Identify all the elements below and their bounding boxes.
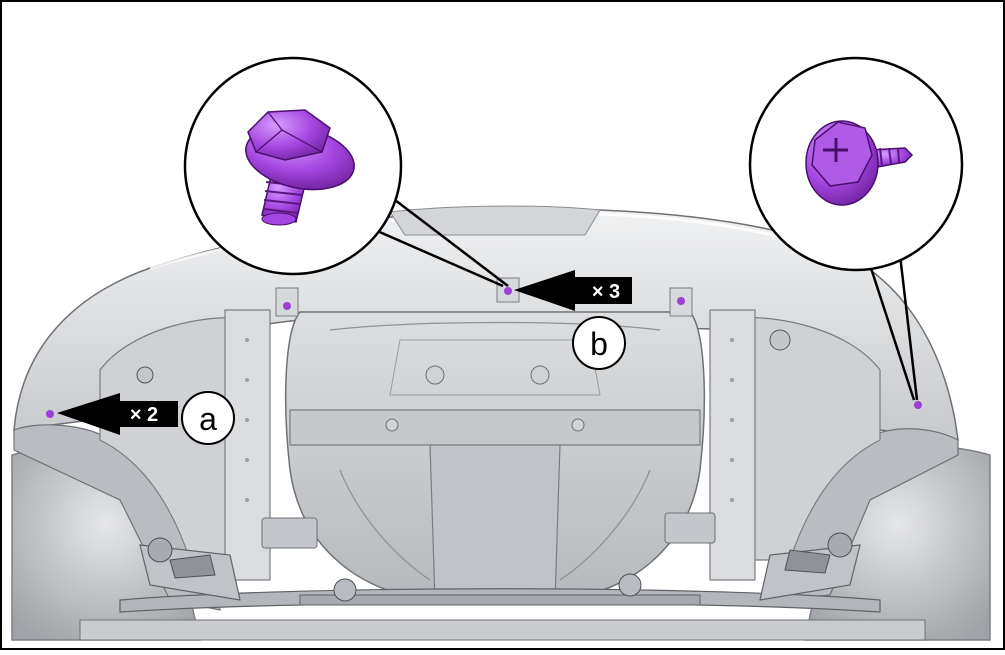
- right-wheel-liner: [734, 317, 881, 561]
- fastener-point: [914, 401, 922, 409]
- pointer-arrow: [57, 393, 178, 435]
- callout-a: × 2 a: [57, 391, 235, 445]
- flange-bolt-icon: [245, 109, 355, 226]
- reference-circle: [572, 316, 626, 370]
- fastener-point: [504, 287, 512, 295]
- vehicle-underbody: [11, 205, 991, 641]
- fastener-point: [283, 302, 291, 310]
- reference-circle: [181, 391, 235, 445]
- reference-letter: b: [590, 326, 608, 362]
- fastener-markers: [46, 287, 922, 418]
- quantity-label: × 2: [130, 404, 158, 426]
- bolt-detail-circle: [183, 56, 403, 276]
- fastener-point: [677, 297, 685, 305]
- leader-lines: [374, 199, 919, 401]
- callout-b: × 3 b: [514, 270, 632, 370]
- self-tapping-screw-icon: [805, 120, 914, 206]
- quantity-label: × 3: [592, 281, 620, 303]
- fastener-point: [46, 410, 54, 418]
- screw-detail-circle: [748, 56, 964, 272]
- pointer-arrow: [514, 270, 632, 311]
- reference-letter: a: [199, 401, 217, 437]
